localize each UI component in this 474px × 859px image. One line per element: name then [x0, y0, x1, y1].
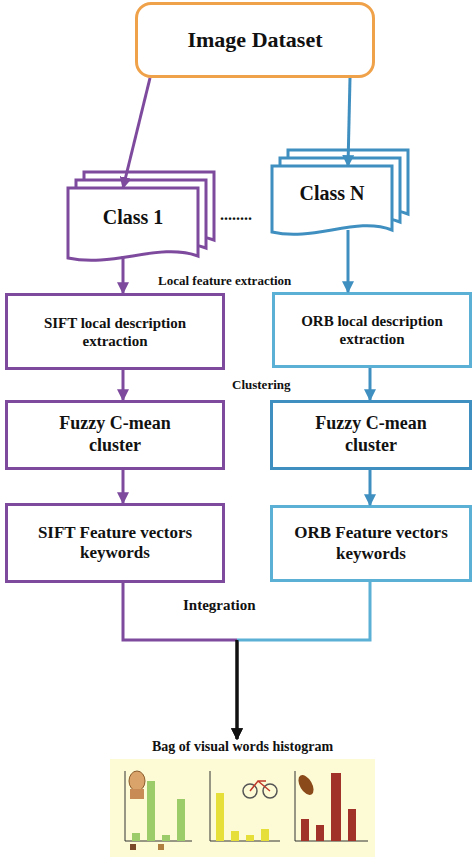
flow-connector: [370, 470, 371, 505]
document-page: [68, 188, 198, 260]
word-icon: [130, 844, 136, 850]
process-box: Fuzzy C-mean cluster: [5, 400, 225, 470]
chart-axis: [295, 771, 296, 841]
process-box: ORB Feature vectors keywords: [270, 505, 472, 582]
histogram-illustration: [110, 759, 375, 857]
flow-connector: [348, 78, 350, 166]
flow-connector: [123, 370, 124, 400]
histogram-bar: [301, 819, 309, 841]
connector-line: [122, 370, 125, 400]
face-icon: [129, 771, 145, 791]
class-document: Class 1: [68, 172, 218, 264]
process-box: SIFT Feature vectors keywords: [5, 503, 225, 583]
stage-label: Clustering: [232, 377, 291, 393]
connector-line: [123, 78, 150, 188]
histogram-bar: [147, 781, 155, 841]
chart-axis: [210, 771, 211, 841]
flow-connector: [123, 78, 150, 188]
document-text-area: Class N: [272, 166, 392, 220]
connector-line: [122, 470, 125, 503]
histogram-bar: [316, 825, 324, 841]
process-box: Fuzzy C-mean cluster: [270, 400, 472, 470]
ellipsis-dots: ........: [220, 206, 252, 224]
flow-connector: [370, 368, 371, 400]
process-box: SIFT local description extraction: [5, 293, 225, 370]
node-label: Class N: [299, 181, 364, 205]
node-label: ORB Feature vectors keywords: [286, 523, 456, 564]
flow-connector: [123, 470, 124, 503]
stage-label: Integration: [183, 597, 256, 614]
face-icon: [130, 789, 144, 799]
stage-label: Local feature extraction: [158, 273, 291, 289]
histogram-bar: [177, 799, 185, 841]
word-icon: [158, 844, 164, 850]
dataset-box: Image Dataset: [135, 2, 375, 78]
connector-line: [122, 256, 125, 293]
panel-heading: Bag of visual words histogram: [110, 737, 375, 757]
histogram-bar: [331, 773, 341, 841]
histogram-bar: [348, 809, 356, 841]
flow-connector: [123, 583, 237, 739]
connector-line: [237, 582, 370, 640]
node-label: SIFT local description extraction: [20, 314, 210, 350]
connector-line: [348, 78, 350, 166]
histogram-bar: [246, 835, 254, 841]
process-box: ORB local description extraction: [272, 292, 472, 368]
histogram-chart: [295, 771, 368, 841]
histogram-bar: [162, 835, 170, 841]
connector-line: [369, 368, 372, 400]
connector-line: [369, 470, 372, 505]
document-text-area: Class 1: [68, 188, 198, 246]
histogram-chart: [210, 771, 280, 841]
histogram-bar: [132, 833, 140, 841]
chart-axis: [125, 771, 126, 841]
node-label: Fuzzy C-mean cluster: [40, 413, 190, 456]
connector-line: [236, 640, 239, 739]
bike-icon: [250, 781, 270, 791]
flow-connector: [348, 230, 349, 292]
class-document: Class N: [272, 150, 412, 238]
flow-connector: [123, 256, 124, 293]
histogram-bar: [231, 831, 239, 841]
connector-line: [123, 583, 237, 640]
histogram-bar: [261, 829, 269, 841]
histogram-bar: [216, 793, 224, 841]
node-label: SIFT Feature vectors keywords: [30, 523, 200, 564]
connector-line: [347, 230, 350, 292]
connector-line: [236, 640, 239, 739]
node-label: Image Dataset: [187, 27, 322, 53]
violin-icon: [295, 772, 316, 797]
flow-connector: [237, 582, 370, 739]
document-page: [272, 166, 392, 234]
histogram-chart: [125, 771, 192, 850]
node-label: ORB local description extraction: [282, 312, 462, 348]
node-label: Class 1: [103, 205, 164, 229]
node-label: Fuzzy C-mean cluster: [296, 413, 446, 456]
